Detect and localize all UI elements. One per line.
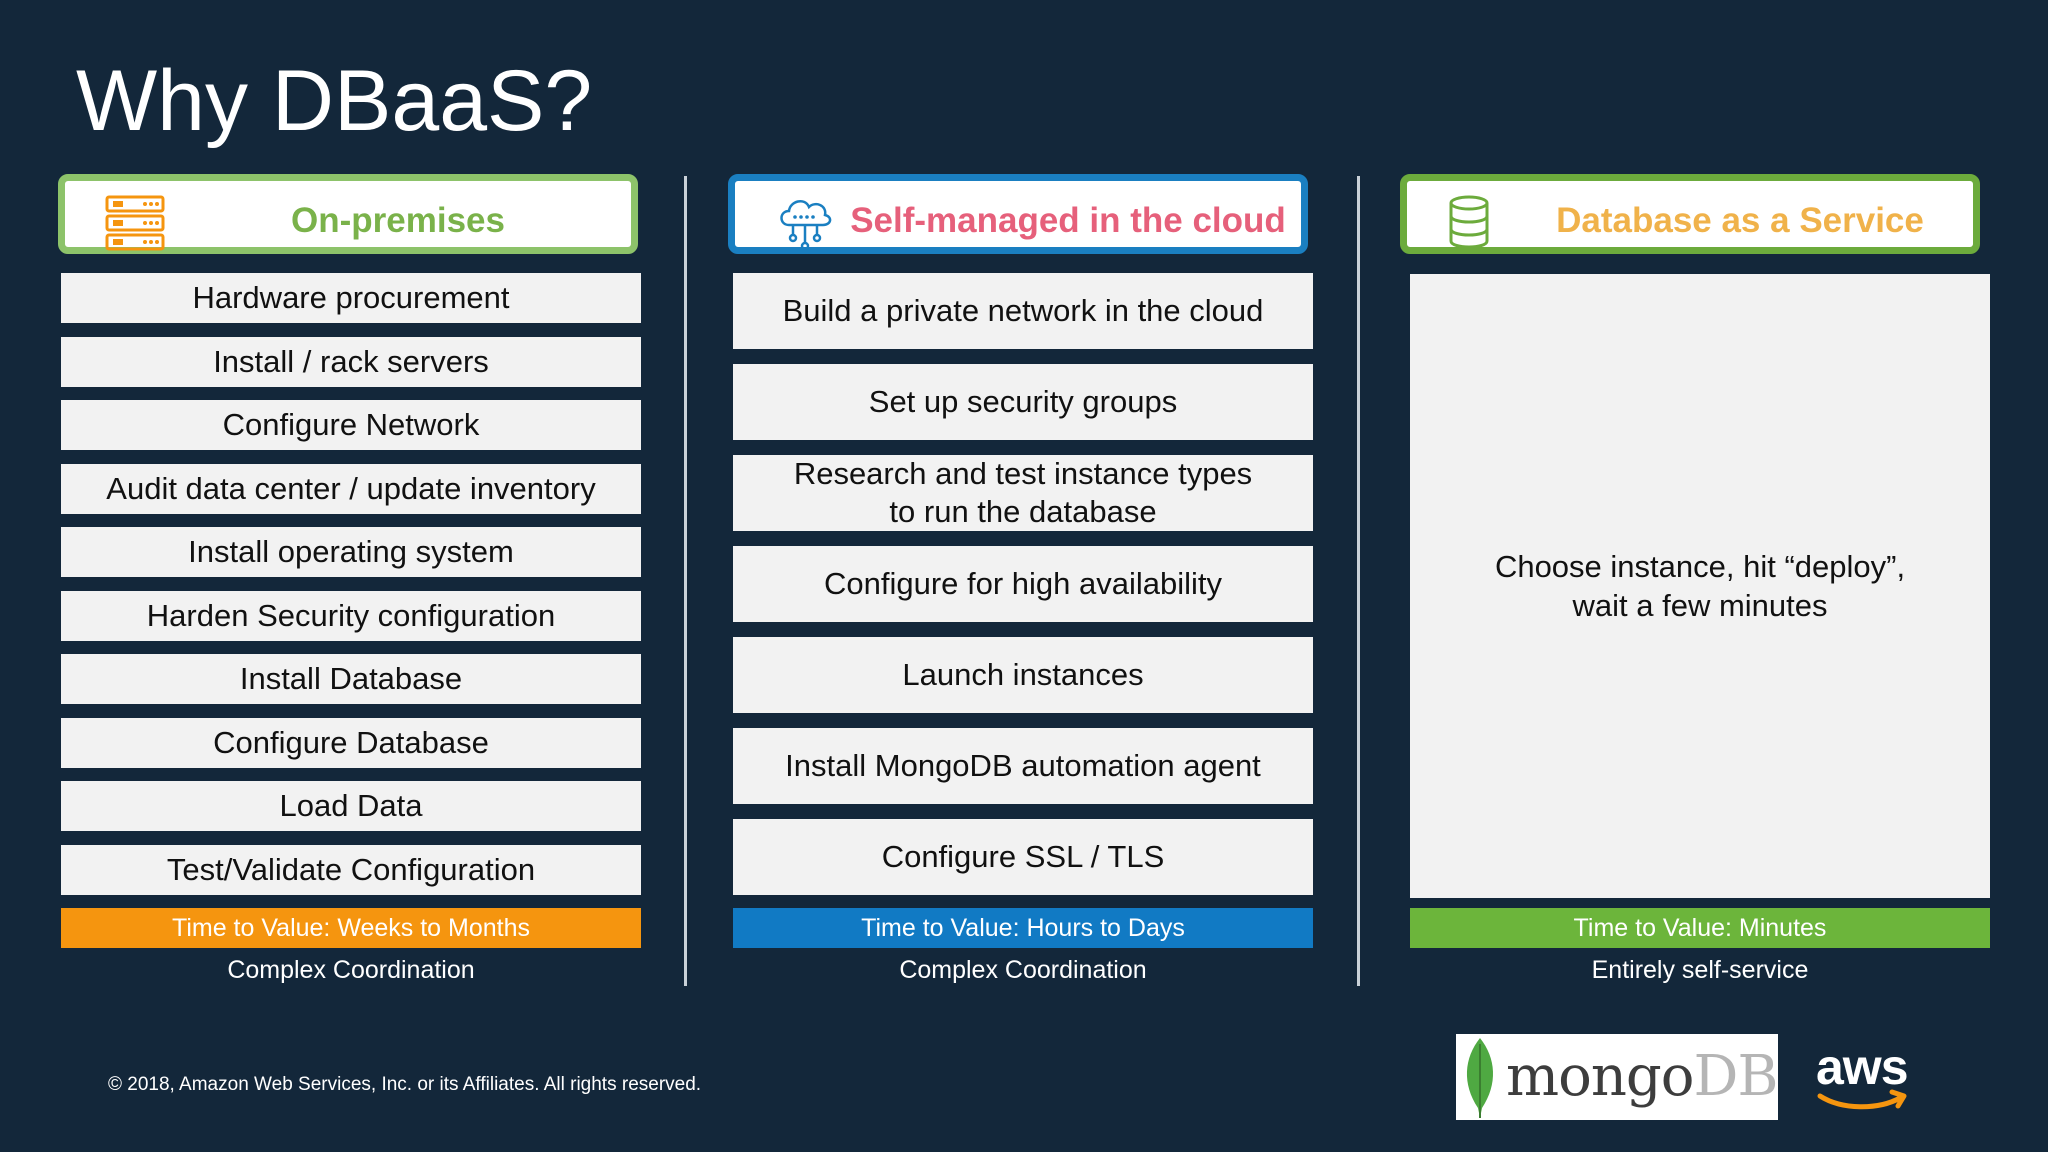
- dbaas-description-line: wait a few minutes: [1572, 588, 1828, 623]
- dbaas-description-panel: Choose instance, hit “deploy”, wait a fe…: [1410, 274, 1990, 898]
- step-item: Build a private network in the cloud: [733, 273, 1313, 349]
- column-header-label: Database as a Service: [1556, 201, 1924, 240]
- step-item: Configure Network: [61, 400, 641, 450]
- step-item: Set up security groups: [733, 364, 1313, 440]
- step-item: Install MongoDB automation agent: [733, 728, 1313, 804]
- aws-logo: aws: [1812, 1039, 1922, 1114]
- mongodb-leaf-icon: [1466, 1038, 1494, 1118]
- self-service-note: Entirely self-service: [1591, 955, 1809, 984]
- time-to-value-bar: Time to Value: Hours to Days: [733, 908, 1313, 948]
- column-header-dbaas: Database as a Service: [1400, 174, 1980, 254]
- step-item-line: Research and test instance types: [793, 456, 1253, 491]
- database-icon: [1447, 195, 1507, 251]
- step-item: Test/Validate Configuration: [61, 845, 641, 895]
- cloud-network-icon: [775, 195, 835, 251]
- coordination-note: Complex Coordination: [227, 955, 475, 984]
- column-header-self-managed: Self-managed in the cloud: [728, 174, 1308, 254]
- slide-title: Why DBaaS?: [76, 53, 593, 149]
- mongodb-wordmark-mongo: mongo: [1506, 1044, 1694, 1109]
- step-item: Install Database: [61, 654, 641, 704]
- time-to-value-bar: Time to Value: Weeks to Months: [61, 908, 641, 948]
- copyright-text: © 2018, Amazon Web Services, Inc. or its…: [108, 1074, 702, 1095]
- step-item: Configure for high availability: [733, 546, 1313, 622]
- column-header-label: On-premises: [291, 201, 505, 240]
- column-divider: [684, 176, 687, 986]
- step-item: Harden Security configuration: [61, 591, 641, 641]
- step-item: Install / rack servers: [61, 337, 641, 387]
- mongodb-logo: mongoDB: [1456, 1034, 1779, 1120]
- mongodb-wordmark-db: DB: [1693, 1044, 1778, 1109]
- step-item: Hardware procurement: [61, 273, 641, 323]
- server-rack-icon: [105, 195, 165, 251]
- step-item: Configure SSL / TLS: [733, 819, 1313, 895]
- column-divider: [1357, 176, 1360, 986]
- aws-smile-icon: [1817, 1089, 1907, 1110]
- step-item: Install operating system: [61, 527, 641, 577]
- step-item: Audit data center / update inventory: [61, 464, 641, 514]
- column-header-on-premises: On-premises: [58, 174, 638, 254]
- step-item-line: to run the database: [889, 494, 1157, 529]
- step-item: Launch instances: [733, 637, 1313, 713]
- coordination-note: Complex Coordination: [899, 955, 1147, 984]
- aws-wordmark: aws: [1816, 1039, 1909, 1095]
- mongodb-wordmark: mongoDB: [1506, 1044, 1779, 1109]
- step-item: Load Data: [61, 781, 641, 831]
- step-item: Configure Database: [61, 718, 641, 768]
- dbaas-description-line: Choose instance, hit “deploy”,: [1494, 549, 1906, 584]
- step-item: Research and test instance types to run …: [733, 455, 1313, 531]
- column-header-label: Self-managed in the cloud: [850, 201, 1286, 240]
- time-to-value-bar: Time to Value: Minutes: [1410, 908, 1990, 948]
